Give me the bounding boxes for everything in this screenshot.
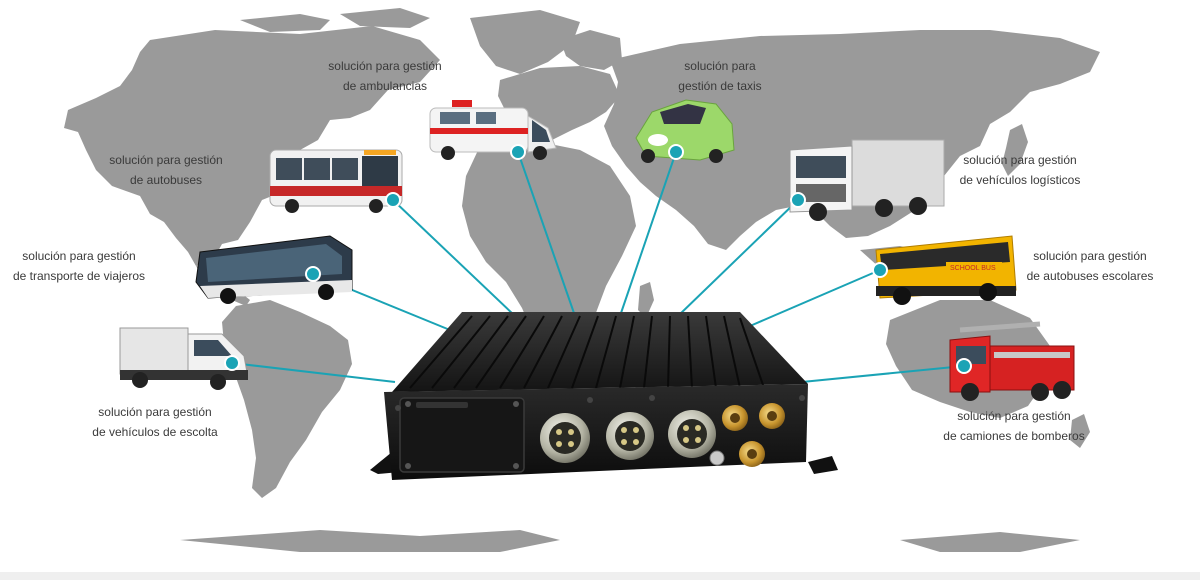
label-line: gestión de taxis xyxy=(678,79,762,93)
label-line: solución para gestión xyxy=(1033,249,1147,263)
label-line: de vehículos logísticos xyxy=(959,173,1081,187)
connector-line xyxy=(517,151,576,317)
connector-line xyxy=(231,362,396,383)
aviation-connector xyxy=(606,412,654,460)
label-line: de ambulancias xyxy=(342,79,428,93)
africa xyxy=(462,140,636,366)
connector-dot xyxy=(385,192,401,208)
city-bus-icon xyxy=(269,149,403,213)
label-city-bus: solución para gestión de autobuses xyxy=(96,150,236,190)
bottom-band xyxy=(0,572,1200,580)
aviation-connector xyxy=(668,410,716,458)
label-taxi: solución para gestión de taxis xyxy=(660,56,780,96)
device-top xyxy=(392,312,808,392)
logistics-truck-icon xyxy=(789,139,945,221)
connector-dot xyxy=(305,266,321,282)
label-line: de transporte de viajeros xyxy=(12,269,146,283)
sma-antenna xyxy=(739,441,765,467)
mounting-bracket-right xyxy=(808,456,838,474)
status-led xyxy=(709,450,725,466)
madagascar xyxy=(638,282,654,318)
scandinavia xyxy=(560,30,622,70)
connector-dot xyxy=(956,358,972,374)
label-line: solución para gestión xyxy=(22,249,136,263)
connector-line xyxy=(392,199,516,317)
coach-bus-icon xyxy=(195,235,353,304)
connector-dot xyxy=(510,144,526,160)
connector-line xyxy=(801,365,965,383)
south-america xyxy=(222,300,352,498)
mobile-dvr-device xyxy=(370,312,838,480)
label-line: de vehículos de escolta xyxy=(92,425,218,439)
connector-dot xyxy=(872,262,888,278)
sma-antenna xyxy=(722,405,748,431)
connector-line xyxy=(677,199,799,317)
antarctica xyxy=(180,530,1080,552)
label-fire-truck: solución para gestión de camiones de bom… xyxy=(934,406,1094,446)
label-coach: solución para gestión de transporte de v… xyxy=(4,246,154,286)
label-school-bus: solución para gestión de autobuses escol… xyxy=(1016,246,1164,286)
taxi-car-icon xyxy=(635,99,735,163)
school-bus-sign: SCHOOL BUS xyxy=(950,265,996,272)
new-zealand xyxy=(1070,414,1090,448)
sd-card-slot xyxy=(399,397,525,473)
connector-dot xyxy=(224,355,240,371)
label-line: solución para gestión xyxy=(963,153,1077,167)
label-line: de autobuses xyxy=(129,173,203,187)
ambulance-icon xyxy=(429,100,557,160)
connector-dot xyxy=(790,192,806,208)
arctic-islands xyxy=(240,8,430,32)
greenland xyxy=(470,10,580,74)
label-line: de camiones de bomberos xyxy=(943,429,1085,443)
north-america xyxy=(64,26,440,266)
sma-antenna xyxy=(759,403,785,429)
school-bus-icon: SCHOOL BUS xyxy=(875,235,1017,305)
label-line: solución para gestión xyxy=(98,405,212,419)
label-line: solución para gestión xyxy=(109,153,223,167)
connector-line xyxy=(619,151,677,317)
label-line: solución para gestión xyxy=(957,409,1071,423)
heat-sink-fins xyxy=(409,315,765,389)
label-line: de autobuses escolares xyxy=(1026,269,1154,283)
label-line: solución para gestión xyxy=(328,59,442,73)
japan xyxy=(1002,124,1028,176)
connector-dot xyxy=(668,144,684,160)
label-escort: solución para gestión de vehículos de es… xyxy=(80,402,230,442)
label-ambulance: solución para gestión de ambulancias xyxy=(320,56,450,96)
connector-line xyxy=(749,269,881,327)
aviation-connector xyxy=(540,413,590,463)
label-logistics: solución para gestión de vehículos logís… xyxy=(950,150,1090,190)
label-line: solución para xyxy=(684,59,756,73)
